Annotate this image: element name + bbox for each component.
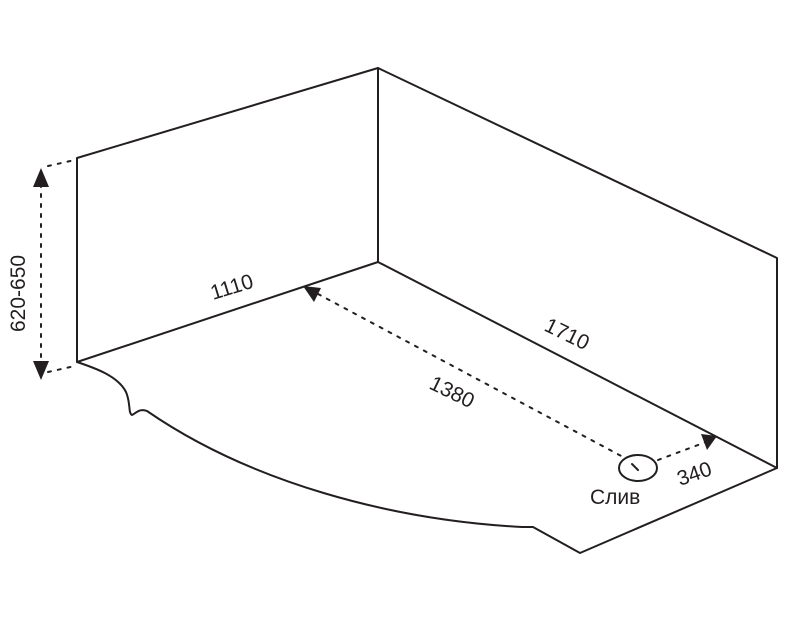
tub-front-rim <box>76 361 778 554</box>
drain-long-dimension: 1380 <box>303 286 626 459</box>
short-wall-label: 1110 <box>208 270 256 305</box>
drain-long-arrow <box>303 286 321 302</box>
long-wall-label: 1710 <box>541 314 593 355</box>
drain-long-label: 1380 <box>426 372 478 413</box>
drain-short-label: 340 <box>674 458 715 491</box>
height-label: 620-650 <box>7 255 30 332</box>
height-arrow-bottom <box>33 361 49 380</box>
drain-short-dimension: 340 <box>657 434 717 491</box>
right-back-wall <box>377 67 778 469</box>
drain-label: Слив <box>590 486 640 509</box>
height-arrow-top <box>33 168 49 187</box>
drain-short-arrow <box>701 434 717 450</box>
drain-icon <box>618 454 658 482</box>
left-back-wall <box>76 67 379 363</box>
height-dimension: 620-650 <box>7 159 76 380</box>
